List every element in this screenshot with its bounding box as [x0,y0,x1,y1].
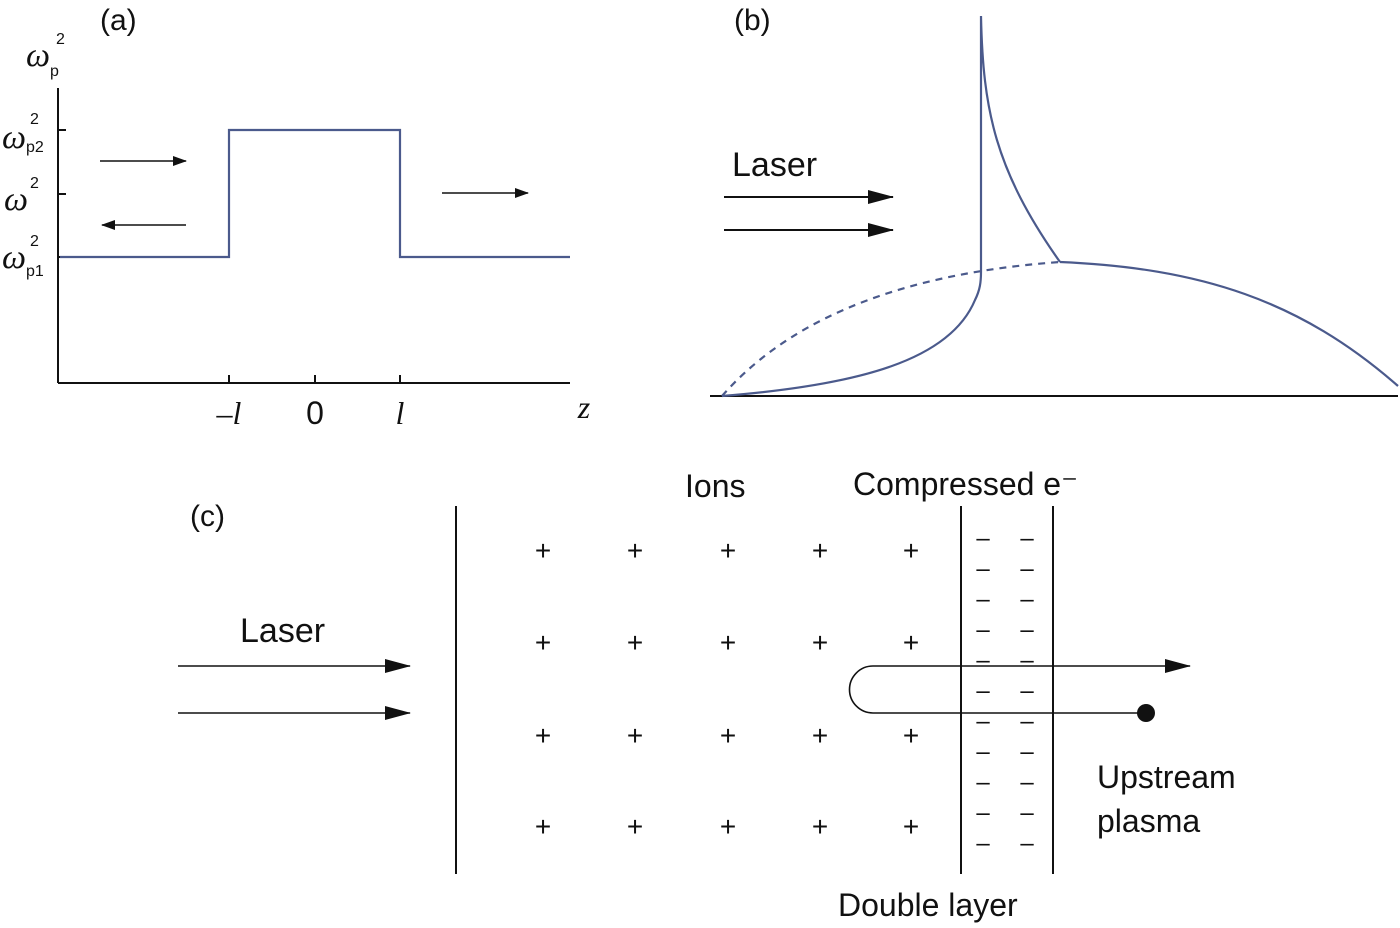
ion-plus-0-2: + [720,535,736,566]
electron-minus-0-0: – [976,525,990,552]
y-tick-p2-sub: p2 [26,139,44,156]
x-tick-label-neg-l: –l [216,395,242,431]
ion-plus-2-0: + [535,720,551,751]
x-axis-label: z [577,389,591,425]
electron-minus-1-1: – [1020,556,1034,583]
y-tick-p1-sup: 2 [30,233,39,250]
electron-minus-10-0: – [976,830,990,857]
x-tick-label-l: l [396,395,405,431]
ion-plus-0-0: + [535,535,551,566]
reflected-ion-trajectory [848,659,1191,714]
y-tick-w-sup: 2 [30,175,39,192]
ion-plus-3-2: + [720,811,736,842]
y-label-sub: p [50,63,59,80]
upstream-label-line1: Upstream [1097,759,1236,795]
panel-a: (a) ω p 2 ω p2 2 ω 2 ω p1 2 [2,4,591,431]
y-label-base: ω [26,37,50,74]
y-tick-p1-sub: p1 [26,263,44,280]
electron-minus-2-1: – [1020,586,1034,613]
panel-c: (c) Laser Ions Compressed e⁻ +++++++++++… [178,466,1236,923]
upstream-density-curve [1059,260,1399,387]
ion-plus-1-0: + [535,627,551,658]
x-tick-label-zero: 0 [306,395,324,431]
electron-minus-8-0: – [976,769,990,796]
electron-minus-5-1: – [1020,678,1034,705]
plasma-frequency-profile [60,128,570,259]
ion-plus-0-1: + [627,535,643,566]
ion-plus-3-3: + [812,811,828,842]
ion-plus-0-3: + [812,535,828,566]
ion-plus-3-0: + [535,811,551,842]
electron-minus-3-0: – [976,617,990,644]
ion-plus-2-1: + [627,720,643,751]
ion-plus-2-3: + [812,720,828,751]
ion-grid: + + + + + + + + + + + + + + + + + + + + [535,535,919,842]
panel-a-y-label: ω p 2 [26,31,65,80]
panel-b: (b) Laser [710,4,1399,398]
panel-c-label: (c) [190,500,225,533]
y-tick-label-p1: ω p1 2 [2,233,44,280]
electron-minus-6-0: – [976,708,990,735]
y-tick-label-w: ω 2 [4,175,39,218]
electron-minus-2-0: – [976,586,990,613]
ions-label: Ions [685,468,745,504]
electron-minus-9-0: – [976,800,990,827]
electron-minus-3-1: – [1020,617,1034,644]
ion-plus-1-1: + [627,627,643,658]
panel-c-laser-label: Laser [240,612,325,650]
y-label-sup: 2 [56,31,65,48]
electron-minus-5-0: – [976,678,990,705]
electron-minus-1-0: – [976,556,990,583]
ion-plus-2-4: + [903,720,919,751]
electron-minus-7-0: – [976,739,990,766]
ion-plus-0-4: + [903,535,919,566]
panel-b-laser-label: Laser [732,146,817,184]
upstream-particle-dot [1137,704,1155,722]
electron-minus-0-1: – [1020,525,1034,552]
double-layer-label: Double layer [838,887,1018,923]
electron-grid: – – – – – – – – – – – – – – – – – – – – – – [976,525,1034,857]
y-tick-p2-sup: 2 [30,111,39,128]
ion-plus-2-2: + [720,720,736,751]
electron-minus-6-1: – [1020,708,1034,735]
ion-plus-1-3: + [812,627,828,658]
y-tick-label-p2: ω p2 2 [2,111,44,156]
y-tick-p2-base: ω [2,119,26,156]
ion-plus-1-4: + [903,627,919,658]
ion-plus-3-1: + [627,811,643,842]
y-tick-p1-base: ω [2,239,26,276]
y-tick-w-base: ω [4,181,28,218]
electron-minus-10-1: – [1020,830,1034,857]
electron-minus-7-1: – [1020,739,1034,766]
electron-minus-4-0: – [976,647,990,674]
panel-b-label: (b) [734,4,771,37]
ion-plus-1-2: + [720,627,736,658]
electron-minus-9-1: – [1020,800,1034,827]
compressed-density-spike [721,15,1061,398]
upstream-label-line2: plasma [1097,803,1200,839]
panel-a-label: (a) [100,4,137,37]
electron-minus-8-1: – [1020,769,1034,796]
compressed-electrons-label: Compressed e⁻ [853,466,1078,502]
electron-minus-4-1: – [1020,647,1034,674]
initial-density-dashed [721,260,1061,397]
ion-plus-3-4: + [903,811,919,842]
